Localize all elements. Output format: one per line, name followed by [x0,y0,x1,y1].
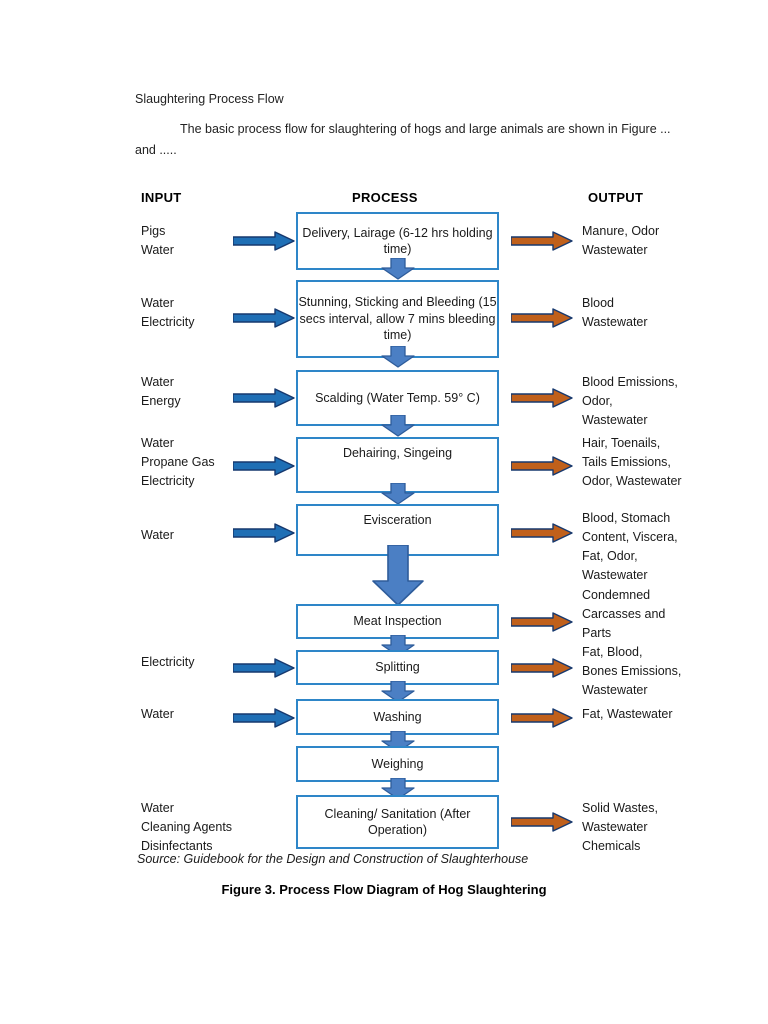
flow-arrow-icon-2-to-3 [380,346,416,368]
input-arrow-icon-step-8 [233,707,295,729]
column-heading-output: OUTPUT [588,190,644,205]
output-arrow-icon-step-10 [511,811,573,833]
column-heading-process: PROCESS [352,190,418,205]
output-arrow-icon-step-7 [511,657,573,679]
intro-paragraph: The basic process flow for slaughtering … [135,122,671,157]
input-arrow-icon-step-7 [233,657,295,679]
output-label-step-8: Fat, Wastewater [582,707,673,721]
document-intro: Slaughtering Process Flow The basic proc… [135,90,675,161]
output-arrow-icon-step-6 [511,611,573,633]
input-arrow-icon-step-4 [233,455,295,477]
input-label-step-5: Water [141,528,174,542]
process-box-weighing[interactable]: Weighing [296,746,499,782]
output-label-step-1: Manure, Odor Wastewater [582,224,660,257]
output-label-step-7: Fat, Blood, Bones Emissions, Wastewater [582,645,682,697]
output-label-step-3: Blood Emissions, Odor, Wastewater [582,375,678,427]
column-heading-input: INPUT [141,190,182,205]
output-arrow-icon-step-2 [511,307,573,329]
page-title: Slaughtering Process Flow [135,92,284,106]
input-label-step-8: Water [141,707,174,721]
output-arrow-icon-step-3 [511,387,573,409]
output-label-step-4: Hair, Toenails, Tails Emissions, Odor, W… [582,436,682,488]
source-caption: Source: Guidebook for the Design and Con… [137,852,529,866]
output-label-step-10: Solid Wastes, Wastewater Chemicals [582,801,658,853]
input-arrow-icon-step-3 [233,387,295,409]
input-label-step-4: Water Propane Gas Electricity [141,436,215,488]
flow-arrow-icon-4-to-5 [380,483,416,505]
output-arrow-icon-step-4 [511,455,573,477]
input-arrow-icon-step-5 [233,522,295,544]
process-box-splitting[interactable]: Splitting [296,650,499,685]
input-label-step-10: Water Cleaning Agents Disinfectants [141,801,233,853]
input-label-step-1: Pigs Water [141,224,174,257]
process-box-meat-inspection[interactable]: Meat Inspection [296,604,499,639]
input-label-step-3: Water Energy [141,375,181,408]
figure-caption: Figure 3. Process Flow Diagram of Hog Sl… [221,882,547,897]
input-arrow-icon-step-1 [233,230,295,252]
output-arrow-icon-step-5 [511,522,573,544]
output-label-step-6: Condemned Carcasses and Parts [582,588,666,640]
process-box-cleaning-sanitation[interactable]: Cleaning/ Sanitation (After Operation) [296,795,499,849]
input-label-step-7: Electricity [141,655,195,669]
output-arrow-icon-step-1 [511,230,573,252]
process-box-stunning[interactable]: Stunning, Sticking and Bleeding (15 secs… [296,280,499,358]
input-label-step-2: Water Electricity [141,296,195,329]
flow-arrow-icon-3-to-4 [380,415,416,437]
flow-arrow-icon-1-to-2 [380,258,416,280]
process-box-washing[interactable]: Washing [296,699,499,735]
input-arrow-icon-step-2 [233,307,295,329]
flow-arrow-icon-9-to-10 [380,778,416,800]
output-label-step-2: Blood Wastewater [582,296,648,329]
flow-arrow-icon-5-to-6 [370,545,426,607]
flow-arrow-icon-7-to-8 [380,681,416,703]
output-label-step-5: Blood, Stomach Content, Viscera, Fat, Od… [582,511,678,582]
output-arrow-icon-step-8 [511,707,573,729]
